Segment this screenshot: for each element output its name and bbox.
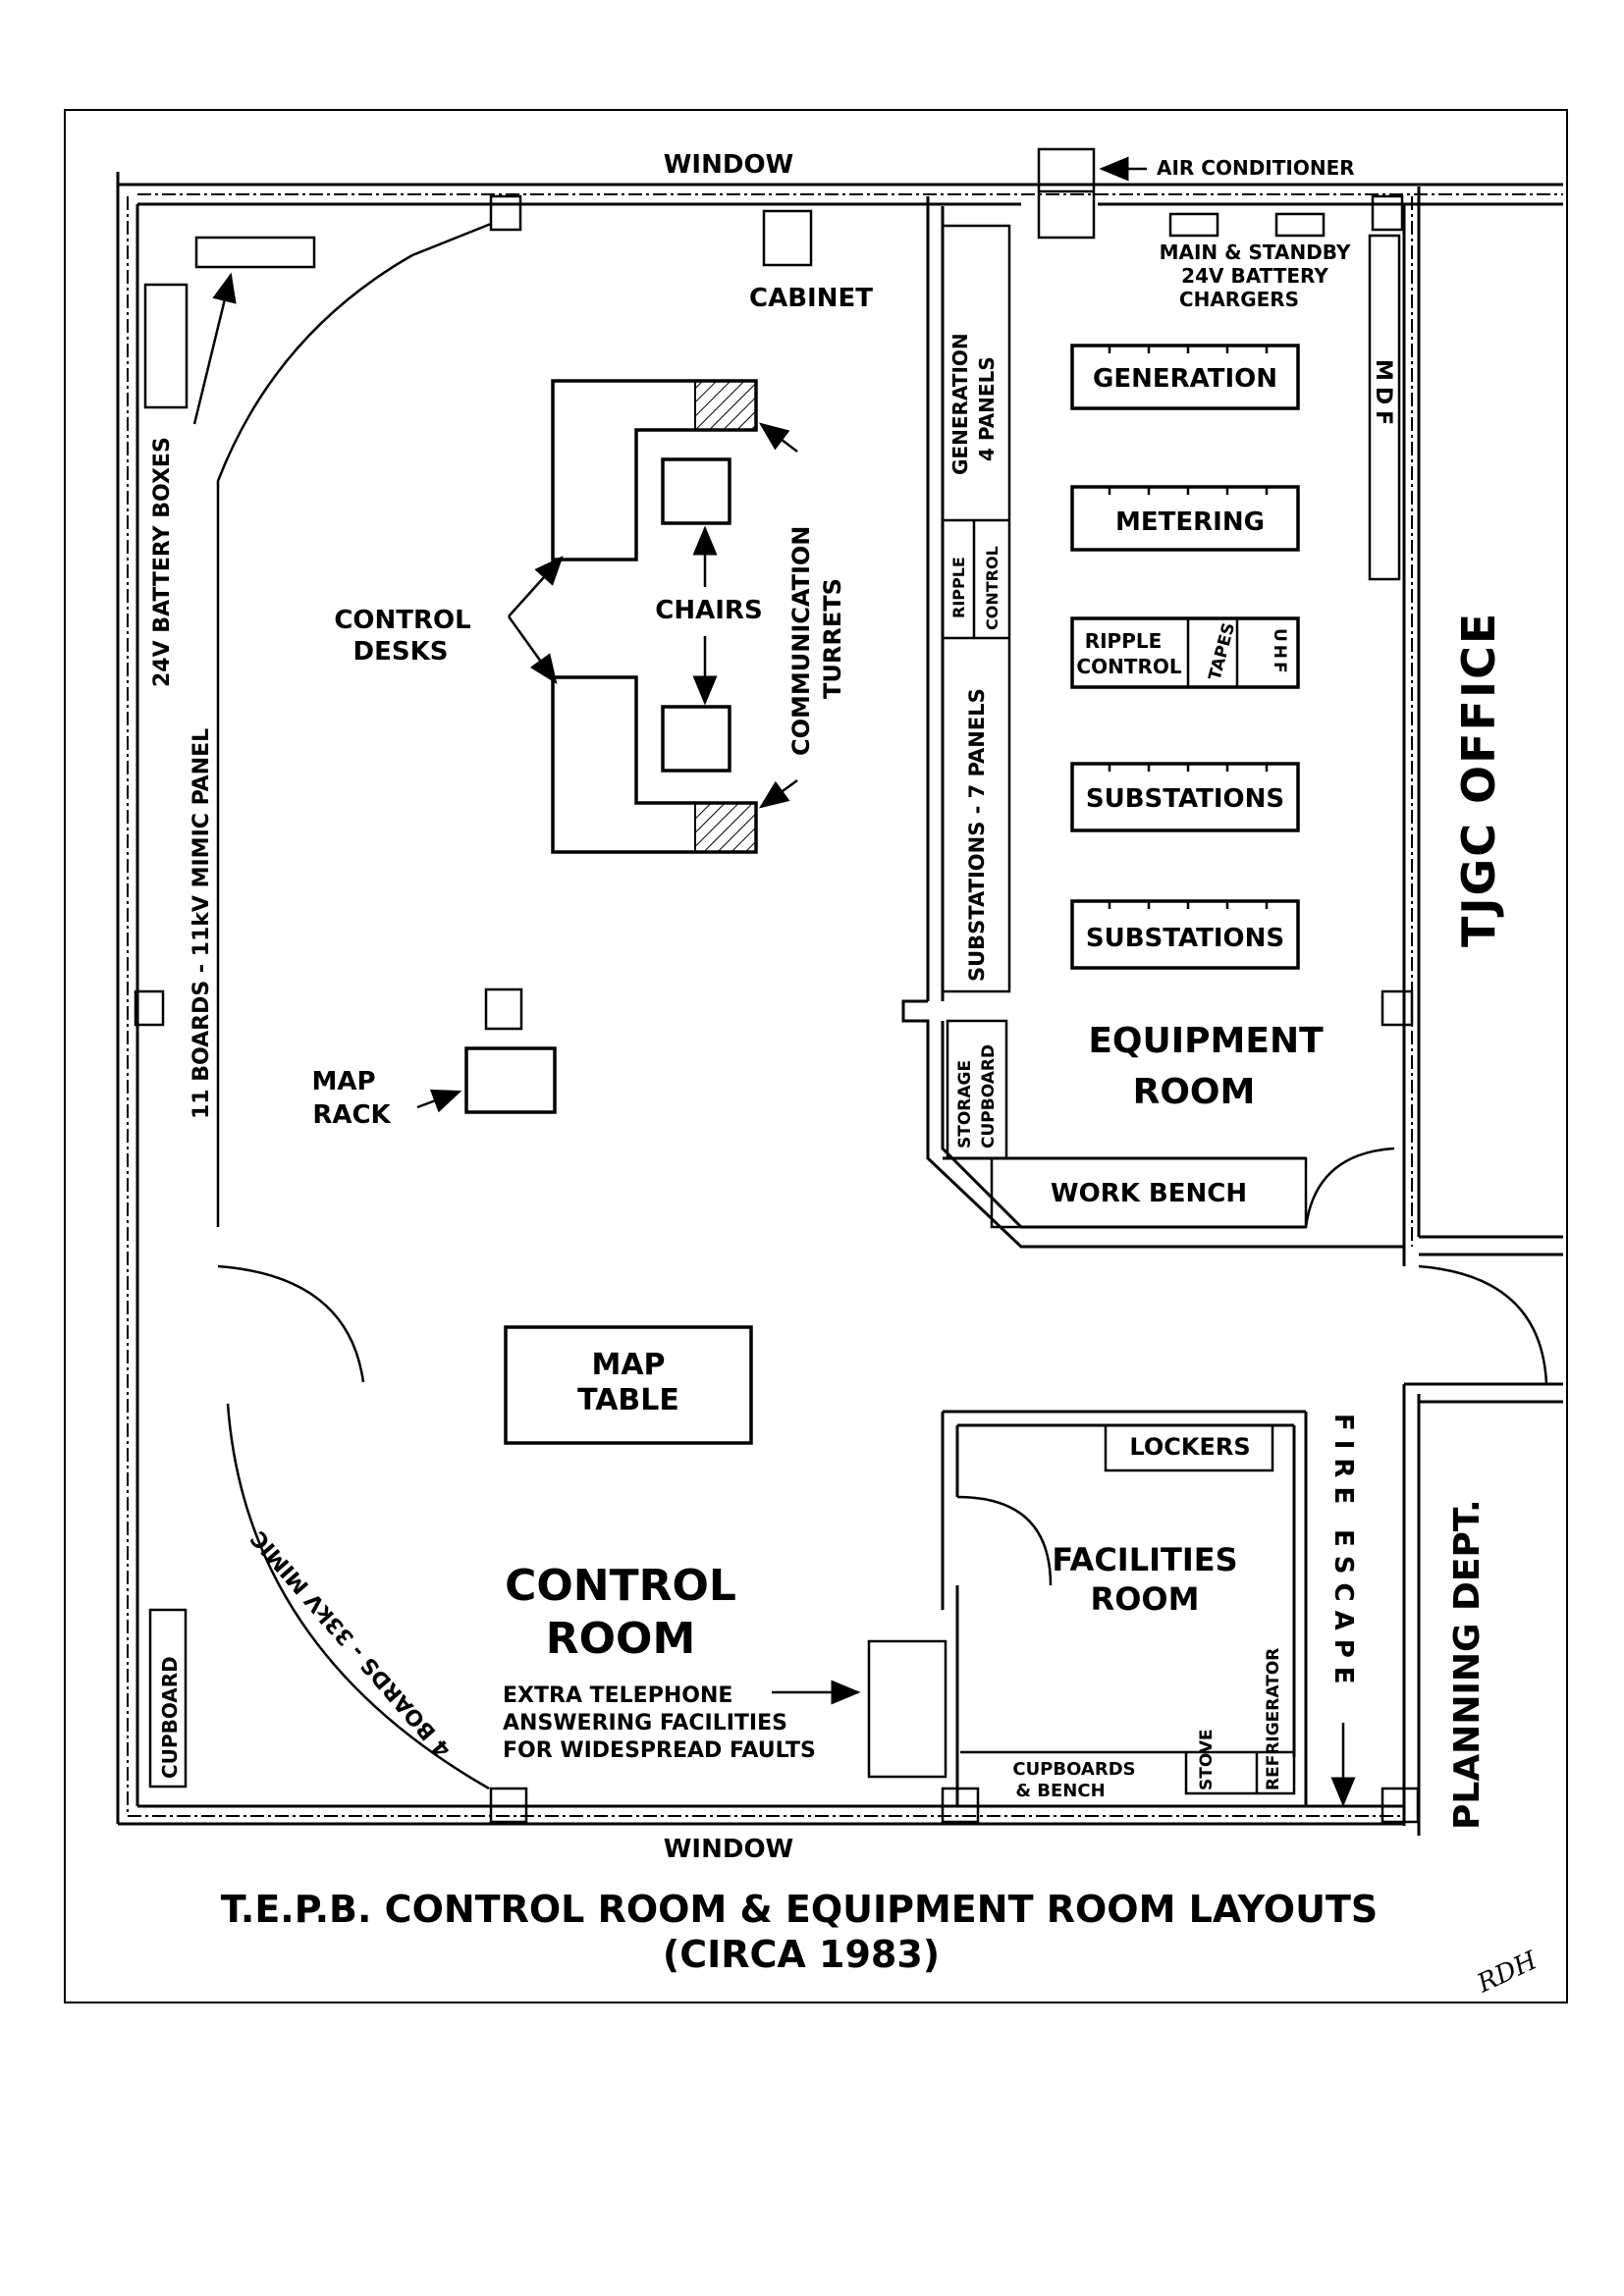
mdf-label: MDF	[1371, 359, 1395, 431]
facilities-room-walls	[867, 1410, 1308, 1806]
equipment-room-label-1: EQUIPMENT	[1088, 1021, 1324, 1061]
air-conditioner-unit	[1037, 147, 1096, 240]
chargers-label-3: CHARGERS	[1179, 288, 1299, 311]
mimic-11kv-label: 11 BOARDS - 11kV MIMIC PANEL	[189, 728, 214, 1119]
panel-column	[941, 224, 1011, 1160]
map-rack-label-2: RACK	[312, 1100, 391, 1130]
mimic-panel-11kv	[216, 222, 492, 1227]
planning-dept-label: PLANNING DEPT.	[1447, 1499, 1488, 1830]
comm-turrets-label-1: COMMUNICATION	[787, 526, 815, 756]
chairs-label: CHAIRS	[655, 596, 762, 625]
rack-sub-label-1: SUBSTATIONS	[1086, 784, 1284, 814]
chargers-label-1: MAIN & STANDBY	[1160, 240, 1351, 264]
lockers-label: LOCKERS	[1129, 1433, 1250, 1461]
refrigerator-label: REFRIGERATOR	[1264, 1648, 1283, 1790]
page-frame	[64, 109, 1568, 2003]
control-room-label-1: CONTROL	[505, 1561, 736, 1611]
work-bench-label: WORK BENCH	[1051, 1179, 1247, 1208]
map-table-label-1: MAP	[591, 1348, 665, 1382]
mimic-panel-33kv	[226, 1403, 490, 1790]
rack-generation-label: GENERATION	[1093, 364, 1277, 394]
storage-label-2: CUPBOARD	[979, 1044, 999, 1148]
gen-panels-label-1: GENERATION	[948, 333, 972, 475]
cupboard-label: CUPBOARD	[158, 1656, 182, 1779]
window-top-label: WINDOW	[664, 150, 793, 180]
battery-box-1	[143, 283, 189, 409]
rack-sub-label-2: SUBSTATIONS	[1086, 924, 1284, 953]
cupboard-box	[148, 1608, 188, 1789]
map-rack-box	[464, 1046, 557, 1114]
building-walls	[116, 172, 1563, 1836]
map-table-label-2: TABLE	[577, 1383, 679, 1417]
cupboards-bench-label-2: & BENCH	[1015, 1781, 1105, 1801]
comm-turrets-label-2: TURRETS	[819, 578, 846, 699]
fire-escape-label-1: FIRE	[1328, 1414, 1358, 1513]
chargers-label-2: 24V BATTERY	[1181, 264, 1328, 288]
rack-ripple-label-2: CONTROL	[1076, 655, 1181, 678]
battery-box-2	[194, 236, 316, 269]
rack-uhf-label: UHF	[1270, 628, 1289, 676]
control-desks	[551, 379, 758, 854]
extra-phone-label-3: FOR WIDESPREAD FAULTS	[503, 1738, 816, 1763]
sub-panels-label: SUBSTATIONS - 7 PANELS	[965, 688, 989, 982]
chair-2	[661, 705, 731, 773]
pointer-arrows	[192, 156, 1356, 1807]
battery-boxes-label: 24V BATTERY BOXES	[150, 437, 175, 687]
storage-label-1: STORAGE	[955, 1060, 975, 1148]
extra-phone-label-1: EXTRA TELEPHONE	[503, 1683, 732, 1708]
equipment-room-label-2: ROOM	[1133, 1072, 1256, 1112]
facilities-label-1: FACILITIES	[1052, 1541, 1237, 1578]
gen-panels-label-2: 4 PANELS	[975, 356, 999, 461]
stove-label: STOVE	[1197, 1729, 1217, 1790]
battery-charger-main	[1168, 212, 1219, 238]
extra-phone-label-2: ANSWERING FACILITIES	[503, 1711, 787, 1735]
map-table-box	[504, 1325, 753, 1445]
control-desks-label-1: CONTROL	[334, 606, 470, 635]
tjgc-office-label: TJGC OFFICE	[1452, 612, 1505, 947]
window-bottom-label: WINDOW	[664, 1835, 793, 1864]
ripple-label-v1: RIPPLE	[949, 557, 968, 618]
diagram-subtitle: (CIRCA 1983)	[663, 1933, 940, 1976]
fire-escape-label-2: ESCAPE	[1328, 1529, 1358, 1693]
chair-1	[661, 457, 731, 525]
cabinet-box	[762, 209, 813, 267]
ripple-label-v2: CONTROL	[983, 546, 1001, 630]
battery-charger-standby	[1274, 212, 1326, 238]
rack-ripple-label-1: RIPPLE	[1085, 629, 1163, 653]
map-rack-label-1: MAP	[311, 1067, 375, 1096]
mimic-33kv-label: 4 BOARDS - 33kV MIMIC	[246, 1525, 456, 1761]
rack-metering-label: METERING	[1115, 507, 1265, 537]
cupboards-bench-label-1: CUPBOARDS	[1012, 1759, 1135, 1780]
mdf-frame	[1368, 234, 1401, 581]
control-desks-label-2: DESKS	[353, 637, 449, 667]
signature: RDH	[1472, 1946, 1543, 2000]
diagram-title: T.E.P.B. CONTROL ROOM & EQUIPMENT ROOM L…	[221, 1888, 1378, 1931]
control-room-label-2: ROOM	[546, 1614, 695, 1664]
small-box	[484, 988, 523, 1031]
air-conditioner-label: AIR CONDITIONER	[1157, 156, 1355, 180]
equipment-racks	[1070, 344, 1300, 970]
facilities-label-2: ROOM	[1091, 1580, 1200, 1618]
cabinet-label: CABINET	[749, 284, 873, 313]
